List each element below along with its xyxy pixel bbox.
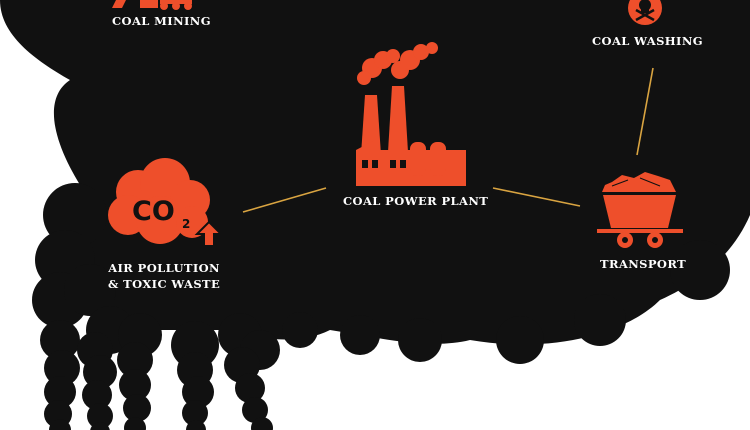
transport-label: TRANSPORT	[600, 257, 687, 271]
skull-crossbones-icon	[628, 0, 662, 25]
mining-icon	[112, 0, 192, 10]
co2-cloud-icon: CO 2	[108, 158, 224, 247]
connector-air-to-plant	[242, 187, 327, 213]
coal-cart-icon	[597, 172, 683, 248]
air-pollution-label: AIR POLLUTION & TOXIC WASTE	[108, 260, 220, 292]
co2-subscript: 2	[182, 217, 190, 231]
coal-power-plant-label: COAL POWER PLANT	[343, 194, 489, 208]
connector-plant-to-transport	[492, 187, 581, 207]
factory-icon	[356, 42, 466, 186]
connector-washing-to-transport	[636, 67, 654, 156]
air-pollution-line1: AIR POLLUTION	[108, 261, 220, 275]
air-pollution-line2: & TOXIC WASTE	[108, 277, 221, 291]
coal-washing-label: COAL WASHING	[592, 34, 703, 48]
connector-lines	[242, 67, 654, 213]
co2-text: CO	[132, 196, 175, 227]
coal-mining-label: COAL MINING	[112, 14, 211, 28]
